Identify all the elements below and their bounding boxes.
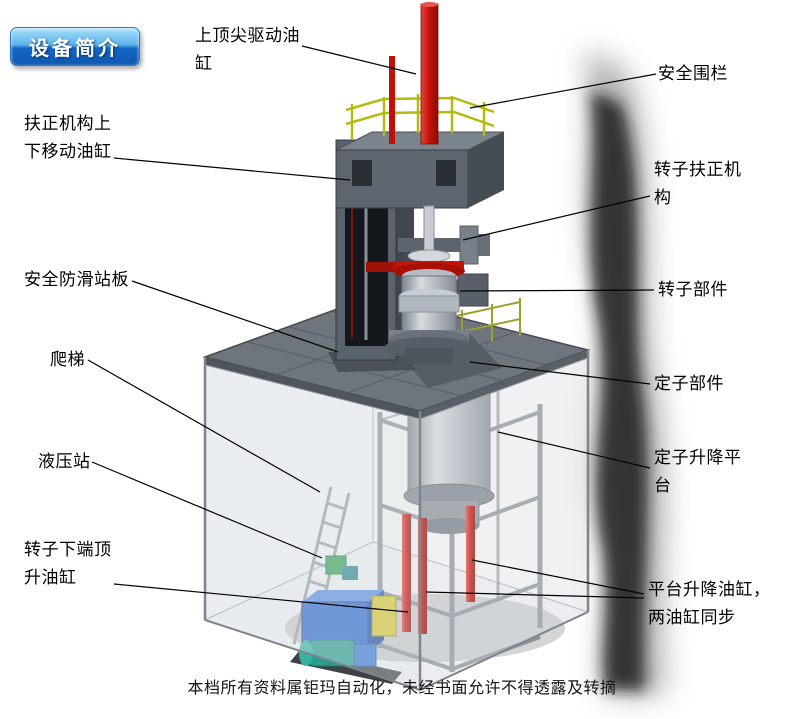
label-safety-fence: 安全围栏	[658, 64, 728, 83]
leader-lines	[87, 45, 657, 613]
label-rotor-centering-mechanism: 转子扶正机构	[654, 160, 742, 207]
smoke-shadow-graphic	[585, 53, 665, 695]
label-stator-lift-platform: 定子升降平台	[654, 448, 742, 495]
title-badge: 设备简介	[10, 27, 140, 66]
top-drive-cylinder-graphic	[389, 2, 439, 145]
hydraulic-station-graphic	[290, 555, 402, 684]
label-rotor-component: 转子部件	[658, 280, 728, 299]
label-hydraulic-station: 液压站	[38, 452, 91, 471]
label-ladder: 爬梯	[50, 350, 85, 369]
safety-fence-graphic	[345, 94, 495, 140]
label-anti-slip-platform: 安全防滑站板	[24, 270, 129, 289]
lift-cylinder-rods-graphic	[402, 506, 475, 634]
label-platform-lift-cylinders: 平台升降油缸，两油缸同步	[648, 580, 771, 627]
copyright-notice: 本档所有资料属钜玛自动化，未经书面允许不得透露及转摘	[187, 680, 617, 697]
enclosure-front	[203, 350, 590, 691]
title-badge-label: 设备简介	[29, 36, 121, 60]
label-top-spindle-cylinder: 上顶尖驱动油缸	[195, 26, 300, 73]
label-rotor-bottom-jack-cylinder: 转子下端顶升油缸	[24, 540, 112, 587]
rotor-assembly-graphic	[366, 205, 490, 364]
label-centering-lift-cylinder: 扶正机构上下移动油缸	[24, 114, 112, 161]
label-stator-component: 定子部件	[654, 374, 724, 393]
head-unit-graphic	[335, 131, 505, 209]
